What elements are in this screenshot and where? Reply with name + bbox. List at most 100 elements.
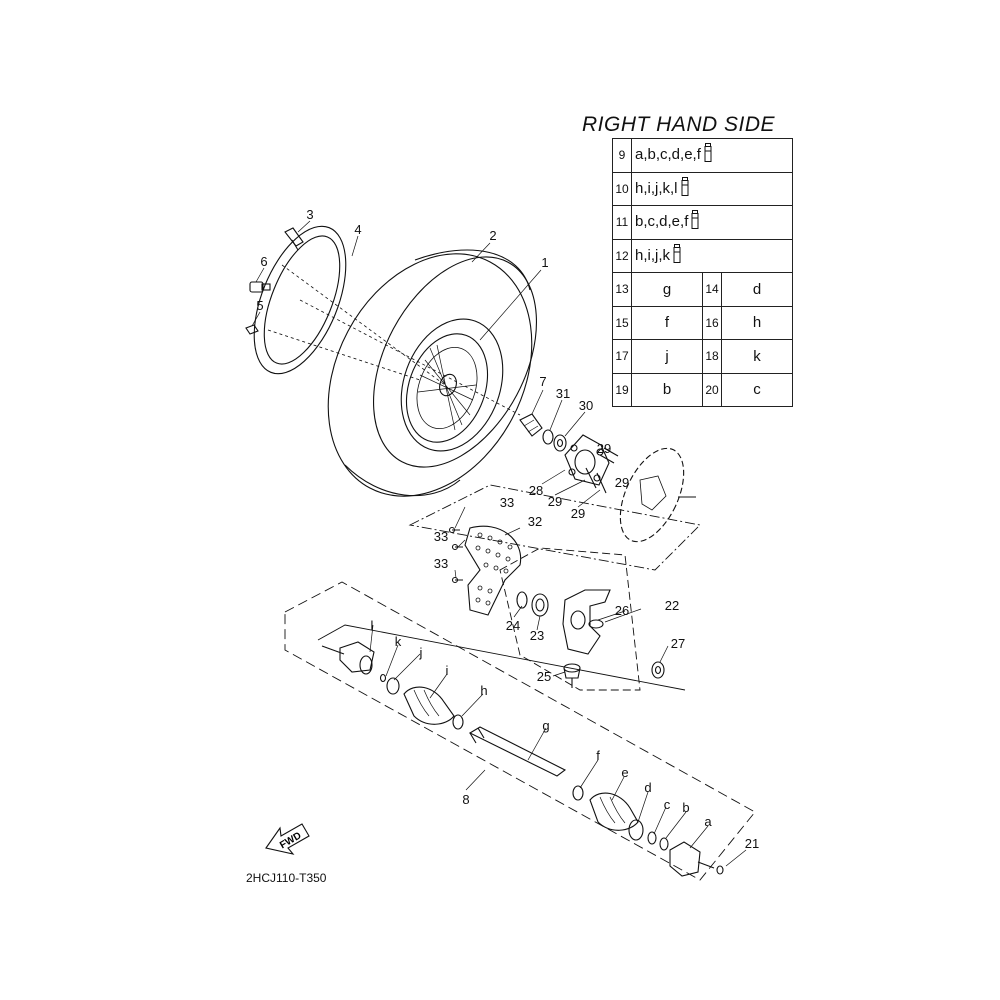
bolts-33 <box>448 526 463 584</box>
leader-lines <box>251 220 747 867</box>
band-j <box>386 677 400 695</box>
callout-30: 30 <box>579 398 593 413</box>
callout-g: g <box>542 718 549 733</box>
row-value: j <box>631 339 703 374</box>
grease-tube-icon <box>673 243 681 268</box>
outer-cv-joint-l <box>321 641 375 675</box>
row-value: b <box>631 372 703 407</box>
callout-29-a: 29 <box>597 441 611 456</box>
right-hand-side-table: 9 a,b,c,d,e,f 10 h,i,j,k,l 11 b,c,d,e,f … <box>612 138 793 407</box>
clip-k <box>379 673 387 683</box>
steering-knuckle <box>562 589 611 655</box>
callout-5: 5 <box>256 298 263 313</box>
callout-d: d <box>644 780 651 795</box>
callout-29-b: 29 <box>615 475 629 490</box>
callout-2: 2 <box>489 228 496 243</box>
callout-7: 7 <box>539 374 546 389</box>
bead-lock-ring <box>253 225 347 375</box>
part-27 <box>651 661 665 679</box>
tire <box>327 249 538 497</box>
hub-28 <box>564 434 610 486</box>
grease-tube-icon <box>704 143 712 167</box>
wheel <box>400 318 504 452</box>
skid-plate-32 <box>464 525 522 616</box>
knuckle-group-outline <box>499 547 641 691</box>
drive-shaft-axis <box>317 624 686 691</box>
part-6 <box>249 281 271 293</box>
washer-31 <box>542 429 554 445</box>
row-value: g <box>631 272 703 307</box>
guide-lines <box>267 264 521 416</box>
callout-l: l <box>371 618 374 633</box>
clip-21 <box>716 865 724 875</box>
grease-tube-icon <box>691 210 699 234</box>
diagram-code: 2HCJ110-T350 <box>246 871 327 885</box>
callout-31: 31 <box>556 386 570 401</box>
row-number: 19 <box>612 372 632 407</box>
hub-bolts-29 <box>585 447 619 494</box>
grease-tube-icon <box>681 176 689 201</box>
callout-h: h <box>480 683 487 698</box>
bearing-23 <box>531 593 549 617</box>
boot-e <box>589 792 639 831</box>
brake-disc <box>619 447 696 543</box>
shaft-g <box>468 726 567 777</box>
callout-25: 25 <box>537 669 551 684</box>
hub-nut-7 <box>519 413 543 437</box>
drive-shaft-group-outline <box>284 581 756 881</box>
callout-23: 23 <box>530 628 544 643</box>
row-value: c <box>721 372 793 407</box>
callout-b: b <box>682 800 689 815</box>
valve-stem <box>284 227 304 251</box>
table-row: 19 b 20 c <box>612 372 793 407</box>
row-parts: a,b,c,d,e,f <box>631 138 793 173</box>
callout-c: c <box>664 797 671 812</box>
callout-27: 27 <box>671 636 685 651</box>
callout-33-b: 33 <box>434 529 448 544</box>
row-number: 10 <box>612 171 632 206</box>
band-f <box>572 785 584 801</box>
row-value: k <box>721 339 793 374</box>
callout-k: k <box>395 634 402 649</box>
inner-cv-joint-a <box>669 841 715 877</box>
callout-i: i <box>446 663 449 678</box>
row-number: 20 <box>702 372 722 407</box>
callout-8: 8 <box>462 792 469 807</box>
part-26 <box>588 619 604 629</box>
washer-30 <box>553 434 567 452</box>
table-row: 9 a,b,c,d,e,f <box>612 138 793 173</box>
callout-33-c: 33 <box>434 556 448 571</box>
boot-i <box>403 686 455 725</box>
callout-j: j <box>419 645 423 660</box>
callout-24: 24 <box>506 618 520 633</box>
diagram-title: RIGHT HAND SIDE <box>582 113 776 136</box>
row-value: f <box>631 305 703 340</box>
fwd-label: FWD <box>278 830 303 851</box>
callout-33-a: 33 <box>500 495 514 510</box>
circlip-24 <box>516 591 528 609</box>
callout-28: 28 <box>529 483 543 498</box>
callout-22: 22 <box>665 598 679 613</box>
callout-26: 26 <box>615 603 629 618</box>
circlip-b <box>659 837 669 851</box>
callout-4: 4 <box>354 222 361 237</box>
callout-6: 6 <box>260 254 267 269</box>
callout-a: a <box>704 814 712 829</box>
callout-f: f <box>596 748 600 763</box>
band-h <box>452 714 464 730</box>
callout-21: 21 <box>745 836 759 851</box>
callout-1: 1 <box>541 255 548 270</box>
clip-c <box>647 831 657 845</box>
callout-3: 3 <box>306 207 313 222</box>
callout-32: 32 <box>528 514 542 529</box>
ball-joint-25 <box>563 663 581 688</box>
callout-29-d: 29 <box>571 506 585 521</box>
hub-group-outline <box>408 484 701 571</box>
callout-e: e <box>621 765 628 780</box>
bolt-5 <box>245 324 259 335</box>
forward-arrow-icon: FWD <box>265 823 310 855</box>
table-row: 17 j 18 k <box>612 339 793 374</box>
table-row: 15 f 16 h <box>612 305 793 340</box>
callout-29-c: 29 <box>548 494 562 509</box>
